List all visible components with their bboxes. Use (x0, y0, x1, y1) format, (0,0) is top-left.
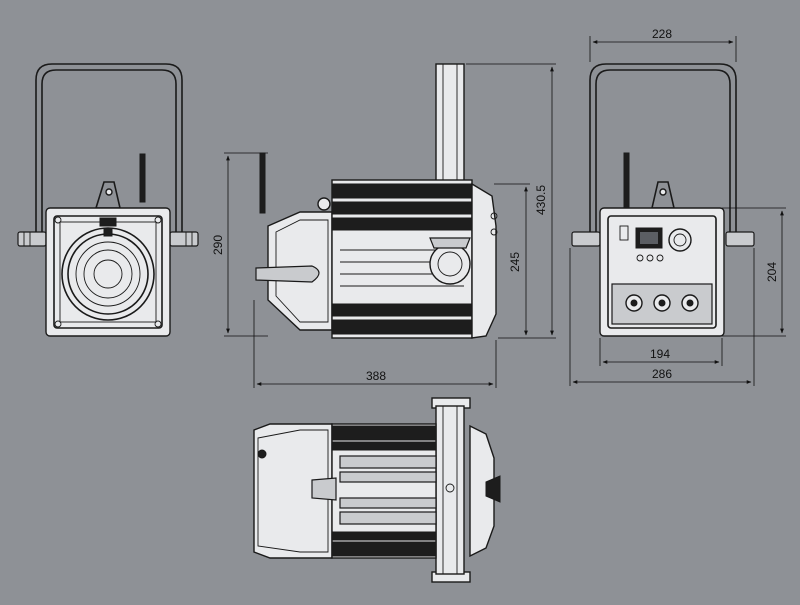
dimension-245: 245 (508, 252, 522, 272)
rear-view (571, 63, 755, 337)
front-height-dimension: 290 (211, 152, 268, 337)
dimension-228: 228 (652, 27, 672, 41)
dimension-290: 290 (211, 235, 225, 255)
side-height-dimensions: 430.5 245 (466, 63, 556, 339)
dimension-286: 286 (652, 367, 672, 381)
rear-width-dimensions-bottom: 194 286 (569, 248, 755, 386)
dimension-204: 204 (765, 262, 779, 282)
top-view (253, 397, 501, 583)
rear-height-dimension: 204 (722, 207, 786, 337)
front-view (17, 63, 199, 337)
dimension-194: 194 (650, 347, 670, 361)
dimension-388: 388 (366, 369, 386, 383)
rear-width-dimension-top: 228 (589, 27, 737, 62)
side-length-dimension: 388 (253, 300, 497, 388)
dimension-430-5: 430.5 (534, 185, 548, 215)
side-view (255, 63, 498, 339)
